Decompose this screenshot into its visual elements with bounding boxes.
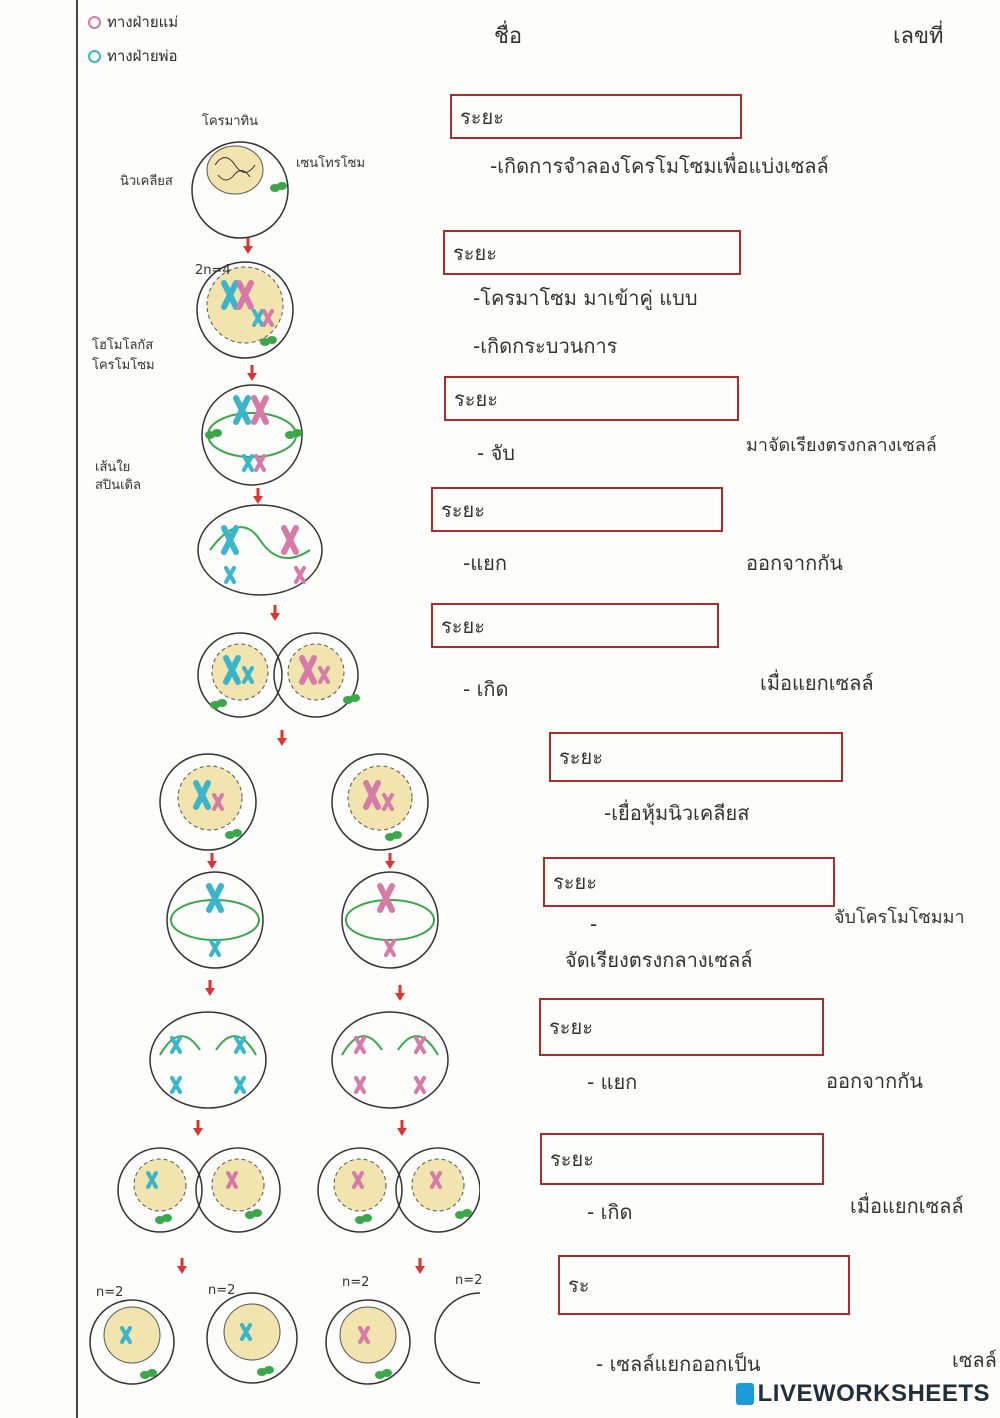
- label-spindle: เส้นใย: [95, 460, 131, 475]
- cell-telophase-1: [197, 632, 360, 718]
- stage-1-note: -เกิดการจำลองโครโมโซมเพื่อแบ่งเซลล์: [490, 154, 829, 178]
- stage-2-note-1: -โครมาโซม มาเข้าคู่ แบบ: [473, 286, 698, 310]
- label-chromosome-number: 2n=4: [195, 263, 231, 278]
- legend-maternal-label: ทางฝ่ายแม่: [107, 13, 179, 31]
- brand-badge-icon: [735, 1383, 754, 1405]
- stage-3-label: ระยะ: [454, 386, 498, 411]
- label-chromatin: โครมาทิน: [202, 114, 258, 129]
- name-label: ชื่อ: [494, 24, 523, 49]
- label-haploid-1: n=2: [96, 1285, 124, 1300]
- stage-7-note-2: จับโครโมโซมมา: [834, 907, 965, 928]
- stage-2-label: ระยะ: [453, 240, 497, 265]
- meiosis-diagram: [89, 141, 480, 1385]
- maternal-dot-icon: [88, 15, 101, 29]
- stage-4-answer-box[interactable]: ระยะ: [431, 487, 723, 532]
- stage-1-answer-box[interactable]: ระยะ: [450, 94, 742, 139]
- stage-3-note-2: มาจัดเรียงตรงกลางเซลล์: [746, 435, 937, 456]
- cell-anaphase-2-left: [149, 1011, 267, 1109]
- number-label: เลขที่: [893, 24, 944, 49]
- stage-10-note-2: เซลล์: [952, 1348, 997, 1372]
- stage-7-note-3: จัดเรียงตรงกลางเซลล์: [565, 948, 753, 972]
- stage-10-label: ระ: [568, 1273, 590, 1297]
- stage-5-label: ระยะ: [441, 613, 485, 638]
- stage-1-label: ระยะ: [460, 104, 504, 129]
- stage-9-note-2: เมื่อแยกเซลล์: [850, 1194, 964, 1218]
- stage-9-answer-box[interactable]: ระยะ: [540, 1133, 824, 1185]
- stage-6-note: -เยื่อหุ้มนิวเคลียส: [604, 801, 750, 825]
- paternal-dot-icon: [88, 49, 101, 63]
- stage-4-label: ระยะ: [441, 497, 485, 522]
- stage-8-note-1: - แยก: [587, 1070, 638, 1094]
- stage-9-label: ระยะ: [550, 1147, 594, 1171]
- label-homologous: โฮโมโลกัส: [92, 338, 154, 353]
- stage-7-label: ระยะ: [553, 870, 597, 894]
- stage-7-answer-box[interactable]: ระยะ: [543, 857, 835, 907]
- liveworksheets-logo: LIVEWORKSHEETS: [735, 1380, 990, 1408]
- label-haploid-2: n=2: [208, 1283, 236, 1298]
- legend: ทางฝ่ายแม่ ทางฝ่ายพ่อ: [88, 10, 178, 68]
- legend-paternal: ทางฝ่ายพ่อ: [88, 44, 178, 68]
- stage-7-note-1: -: [590, 912, 598, 936]
- cell-metaphase-2-right: [341, 871, 439, 969]
- label-spindle-2: สปินเดิล: [95, 478, 141, 493]
- label-homologous-2: โครโมโซม: [92, 358, 155, 373]
- brand-text: LIVEWORKSHEETS: [757, 1380, 990, 1407]
- stage-5-note-2: เมื่อแยกเซลล์: [760, 671, 874, 695]
- cell-telophase-2-left: [117, 1147, 281, 1233]
- stage-6-label: ระยะ: [559, 745, 603, 769]
- daughter-cell-1: [89, 1299, 175, 1385]
- stage-4-note-1: -แยก: [463, 551, 507, 575]
- stage-2-answer-box[interactable]: ระยะ: [443, 230, 741, 275]
- daughter-cell-3: [325, 1299, 411, 1385]
- cell-telophase-2-right: [317, 1147, 480, 1233]
- stage-6-answer-box[interactable]: ระยะ: [549, 732, 843, 782]
- margin-line: [76, 0, 78, 1418]
- stage-9-note-1: - เกิด: [587, 1200, 633, 1224]
- cell-prophase-1: [196, 261, 294, 359]
- stage-5-note-1: - เกิด: [463, 677, 509, 701]
- cell-prophase-2-right: [331, 753, 429, 851]
- stage-3-answer-box[interactable]: ระยะ: [444, 376, 739, 421]
- legend-maternal: ทางฝ่ายแม่: [88, 10, 178, 34]
- stage-8-answer-box[interactable]: ระยะ: [539, 998, 824, 1056]
- stage-5-answer-box[interactable]: ระยะ: [431, 603, 719, 648]
- cell-metaphase-1: [201, 384, 303, 486]
- cell-prophase-2-left: [159, 753, 257, 851]
- cell-anaphase-2-right: [331, 1011, 449, 1109]
- label-nucleus: นิวเคลียส: [120, 174, 173, 189]
- stage-4-note-2: ออกจากกัน: [746, 551, 843, 575]
- cell-interphase: [191, 141, 289, 239]
- legend-paternal-label: ทางฝ่ายพ่อ: [107, 47, 178, 65]
- stage-3-note-1: - จับ: [477, 441, 515, 465]
- stage-8-label: ระยะ: [549, 1015, 593, 1039]
- cell-metaphase-2-left: [166, 871, 264, 969]
- cell-anaphase-1: [197, 504, 323, 596]
- stage-2-note-2: -เกิดกระบวนการ: [473, 334, 618, 358]
- stage-10-answer-box[interactable]: ระ: [558, 1255, 850, 1315]
- stage-8-note-2: ออกจากกัน: [826, 1069, 923, 1093]
- stage-10-note-1: - เซลล์แยกออกเป็น: [596, 1352, 761, 1376]
- label-haploid-3: n=2: [342, 1275, 370, 1290]
- label-centrosome: เซนโทรโซม: [296, 156, 366, 171]
- daughter-cell-2: [206, 1292, 298, 1384]
- daughter-cell-4: [434, 1292, 480, 1384]
- label-haploid-4: n=2: [455, 1273, 483, 1288]
